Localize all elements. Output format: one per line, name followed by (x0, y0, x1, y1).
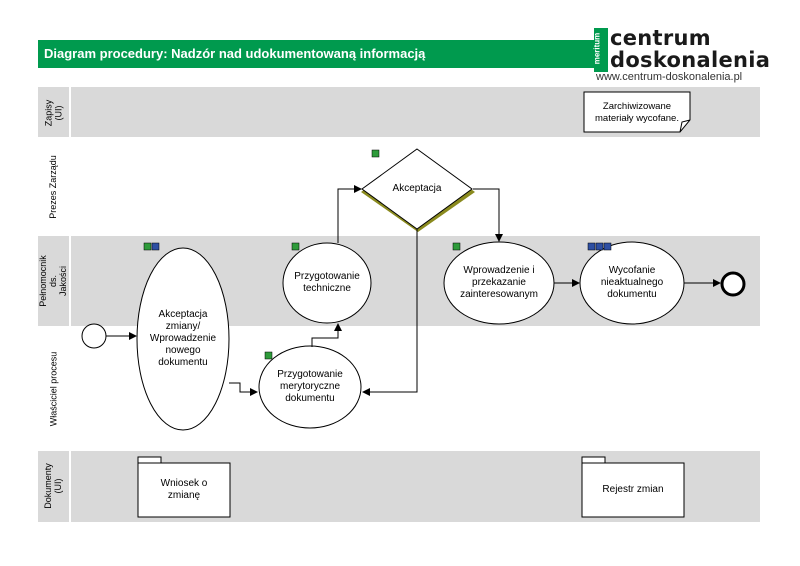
label-wniosek: Wniosek o zmianę (160, 478, 208, 501)
end-event (720, 271, 746, 297)
tab-rejestr (581, 456, 606, 464)
tab-wniosek (137, 456, 162, 464)
node-przygotowanie-merytoryczne (258, 345, 362, 429)
marker-blue (587, 242, 596, 251)
lane-label-pelnomocnik: Pełnomocnik ds. Jakości (38, 255, 68, 307)
doc-rejestr (581, 462, 685, 518)
label-zarchiwizowane: Zarchiwizowane materiały wycofane. (595, 101, 679, 124)
logo-line-2: doskonalenia (610, 48, 771, 72)
label-akceptacja-zmiany: Akceptacja zmiany/ Wprowadzenie nowego d… (149, 309, 217, 368)
lane-label-zapisy: Zapisy (UI) (42, 99, 63, 126)
label-akceptacja: Akceptacja (392, 183, 442, 194)
marker-blue (603, 242, 612, 251)
lane-label-wlasciciel: Właściciel procesu (48, 351, 58, 426)
company-logo: meritum centrum doskonalenia www.centrum… (592, 26, 800, 86)
doc-zarchiwizowane (583, 91, 691, 133)
logo-url: www.centrum-doskonalenia.pl (596, 71, 743, 83)
doc-wniosek (137, 462, 231, 518)
marker-blue (151, 242, 160, 251)
node-przygotowanie-techniczne (282, 242, 372, 324)
marker-green (264, 351, 273, 360)
node-akceptacja-zmiany (136, 247, 230, 431)
lane-label-prezes: Prezes Zarządu (48, 154, 58, 219)
marker-green (143, 242, 152, 251)
label-przygotowanie-merytoryczne: Przygotowanie merytoryczne dokumentu (277, 369, 343, 404)
start-event (81, 323, 107, 349)
lane-label-dokumenty: Dokumenty (UI) (43, 463, 63, 509)
marker-green (291, 242, 300, 251)
label-wycofanie: Wycofanie nieaktualnego dokumentu (600, 265, 664, 300)
label-wprowadzenie: Wprowadzenie i przekazanie zainteresowan… (460, 265, 538, 300)
marker-green (452, 242, 461, 251)
marker-green (371, 149, 380, 158)
logo-line-1: centrum (610, 26, 711, 50)
logo-tag: meritum (592, 28, 608, 72)
diagram-title: Diagram procedury: Nadzór nad udokumento… (38, 40, 600, 68)
label-rejestr: Rejestr zmian (602, 484, 664, 495)
marker-blue (595, 242, 604, 251)
label-przygotowanie-techniczne: Przygotowanie techniczne (294, 271, 360, 294)
